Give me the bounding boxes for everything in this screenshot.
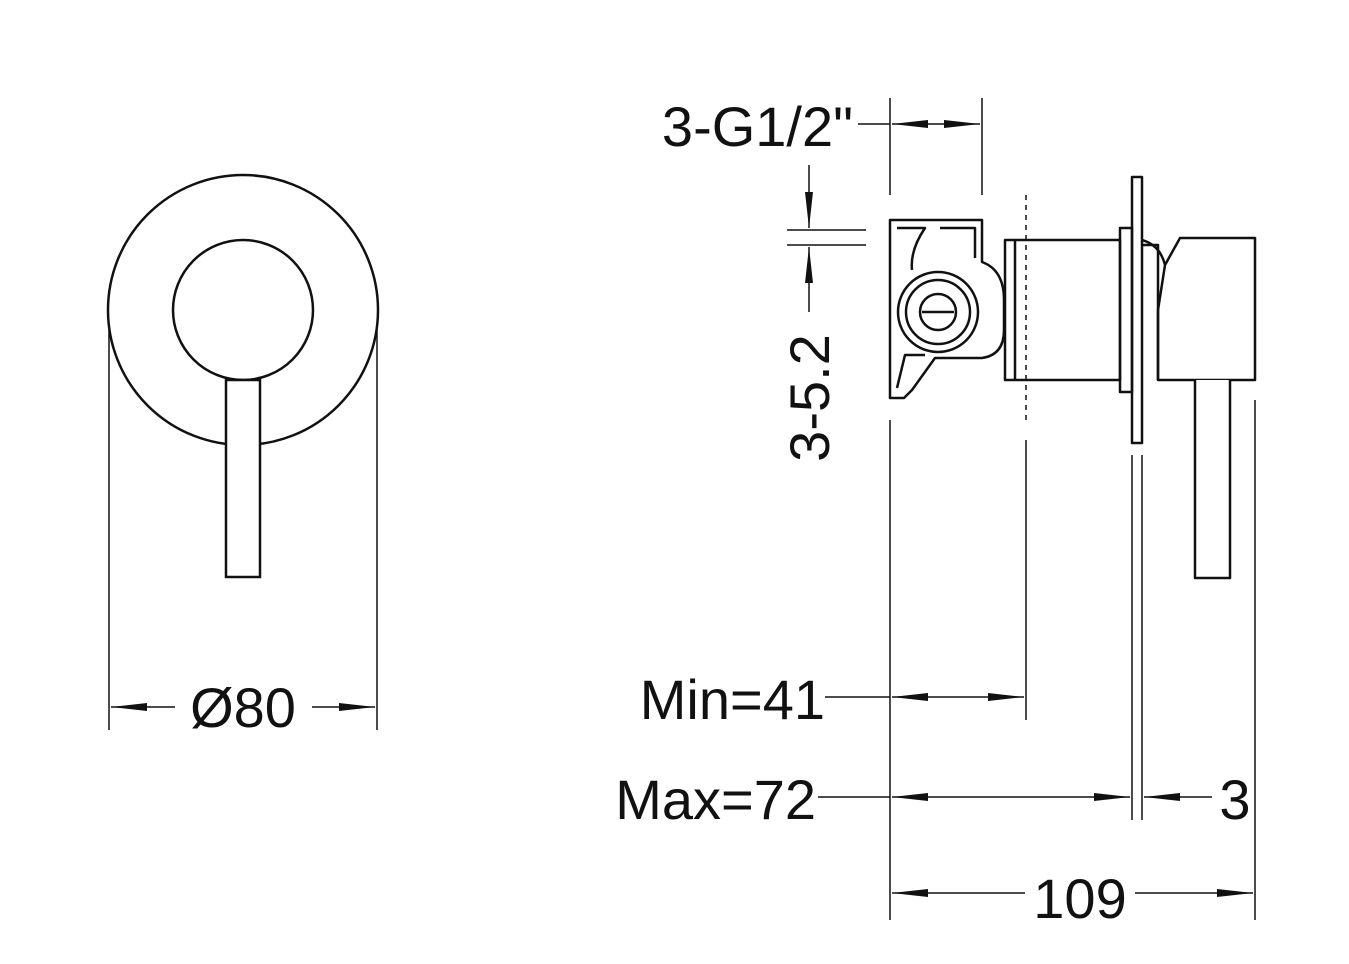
thread-label: 3-G1/2" [662,95,853,158]
side-view [888,175,1257,580]
outlet-ring-outer [896,270,980,354]
outlet-ring-mid [904,278,972,346]
min-label: Min=41 [640,668,825,731]
total-label: 109 [1033,867,1126,930]
cylinder-body [1003,238,1122,382]
side-lever [1193,380,1232,580]
handle-neck [1142,243,1160,380]
diameter-label: Ø80 [190,676,296,739]
front-view [106,173,380,730]
max-label: Max=72 [615,768,816,831]
handle-hub [171,238,315,382]
valve-body-detail [895,226,977,389]
collar [1118,226,1134,394]
front-lever [224,378,262,579]
plate-label: 3 [1219,768,1250,831]
gap-label: 3-5.2 [778,334,841,462]
cover-plate [1130,175,1144,445]
outlet-ring-inner [918,292,958,332]
side-dimensions [787,98,1256,920]
